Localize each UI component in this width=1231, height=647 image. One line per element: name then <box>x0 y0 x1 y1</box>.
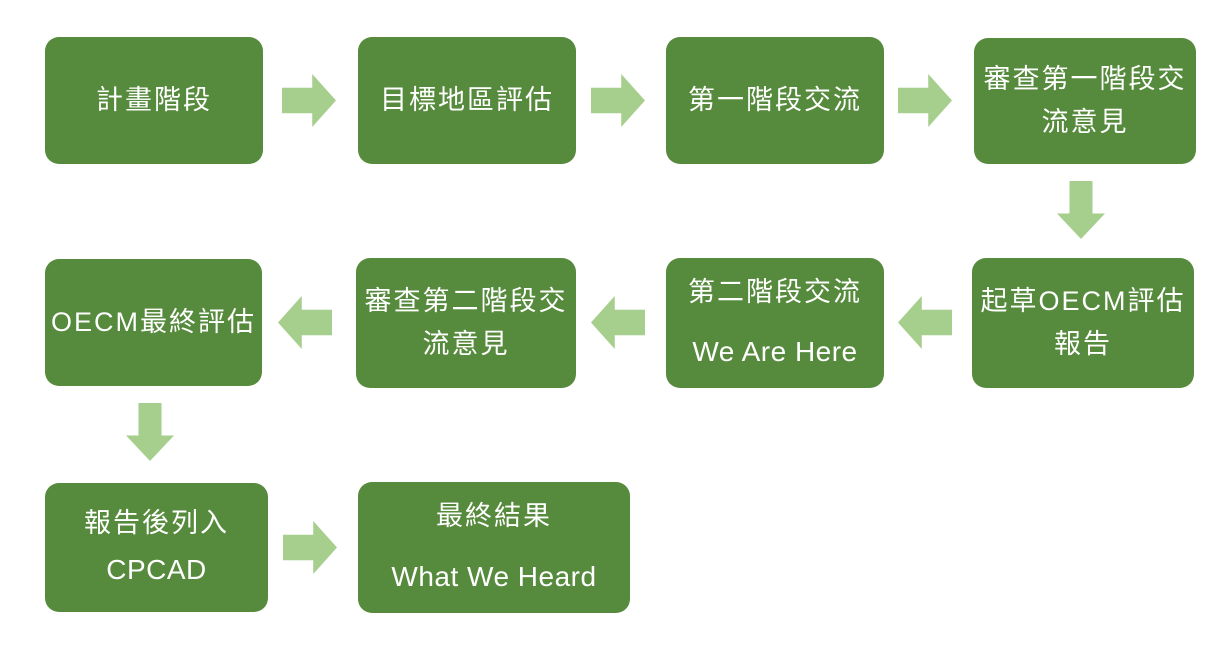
node-stage-2-exchange-we-are-here: 第二階段交流 We Are Here <box>666 258 884 388</box>
node-text: 最終結果 <box>436 501 552 532</box>
node-text: 第二階段交流 <box>688 276 862 307</box>
arrow-right-icon <box>591 74 645 127</box>
node-text: 計畫階段 <box>96 84 212 115</box>
node-oecm-final-assessment: OECM最終評估 <box>45 259 262 386</box>
node-text: 第一階段交流 <box>688 84 862 115</box>
node-report-then-cpcad-listing: 報告後列入 CPCAD <box>45 483 268 612</box>
node-text: 目標地區評估 <box>380 84 554 115</box>
arrow-down-icon <box>1057 181 1105 239</box>
arrow-right-icon <box>283 521 337 574</box>
arrow-right-icon <box>898 74 952 127</box>
node-final-results-what-we-heard: 最終結果 What We Heard <box>358 482 630 613</box>
node-text: 審查第一階段交 <box>983 63 1187 94</box>
node-draft-oecm-assessment-report: 起草OECM評估 報告 <box>972 258 1194 388</box>
node-text: 審查第二階段交 <box>364 285 568 316</box>
node-review-stage-1-comments: 審查第一階段交 流意見 <box>974 38 1196 164</box>
arrow-down-icon <box>126 403 174 461</box>
node-text: 報告 <box>1054 328 1112 359</box>
node-text: 起草OECM評估 <box>980 285 1186 316</box>
arrow-right-icon <box>282 74 336 127</box>
node-planning-stage: 計畫階段 <box>45 37 263 164</box>
node-text: 報告後列入 <box>84 507 229 538</box>
node-text: 流意見 <box>422 328 510 359</box>
node-target-area-assessment: 目標地區評估 <box>358 37 576 164</box>
node-text: 流意見 <box>1041 106 1129 137</box>
node-text: CPCAD <box>106 554 207 586</box>
arrow-left-icon <box>591 296 645 349</box>
node-text: OECM最終評估 <box>51 306 256 337</box>
node-stage-1-exchange: 第一階段交流 <box>666 37 884 164</box>
arrow-left-icon <box>898 296 952 349</box>
node-text: We Are Here <box>692 336 858 368</box>
node-review-stage-2-comments: 審查第二階段交 流意見 <box>356 258 576 388</box>
arrow-left-icon <box>278 296 332 349</box>
node-text: What We Heard <box>391 560 597 592</box>
